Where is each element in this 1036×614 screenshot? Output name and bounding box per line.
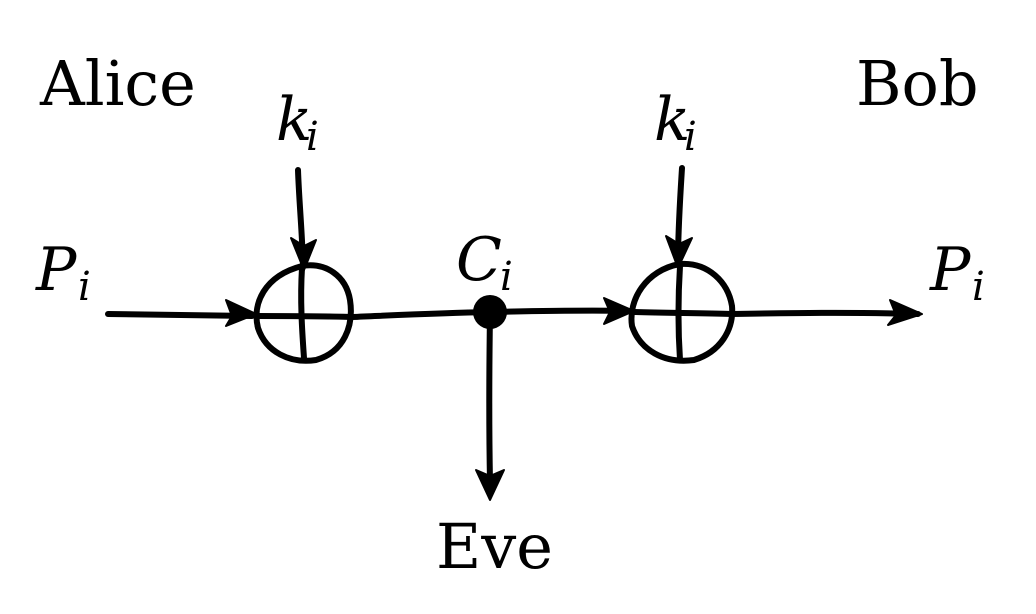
label-plaintext-right: P i: [929, 235, 985, 310]
label-ciphertext: C i: [456, 225, 513, 300]
label-eve: Eve: [436, 510, 553, 583]
arrowhead-key-right: [665, 235, 693, 269]
plaintext-left-base: P: [35, 235, 78, 305]
edge-xor-left-to-junction: [349, 309, 493, 320]
edge-plaintext-to-xor-left: [105, 311, 255, 319]
arrowhead-into-xor-left: [225, 299, 257, 327]
label-key-right: k i: [654, 85, 697, 160]
junction-dot-icon: [473, 295, 507, 329]
xor-right-horizontal-bar: [631, 309, 735, 317]
key-left-base: k: [276, 85, 312, 155]
edge-xor-right-to-plaintext: [729, 309, 921, 317]
arrowhead-key-left: [290, 237, 317, 271]
arrowhead-eve: [475, 469, 505, 501]
key-right-base: k: [654, 85, 690, 155]
label-bob: Bob: [856, 47, 979, 120]
plaintext-left-sub: i: [78, 264, 91, 310]
xor-left-icon: [253, 262, 355, 364]
xor-left-vertical-bar: [298, 265, 307, 361]
key-right-sub: i: [684, 114, 697, 160]
arrowhead-into-xor-right: [603, 297, 635, 325]
edge-junction-to-eve: [486, 311, 493, 485]
label-key-left: k i: [276, 85, 319, 160]
label-plaintext-left: P i: [35, 235, 91, 310]
xor-left-ring: [253, 262, 354, 364]
ciphertext-sub: i: [500, 254, 513, 300]
arrowhead-plaintext-out: [887, 299, 923, 326]
label-alice: Alice: [39, 47, 196, 120]
xor-left-horizontal-bar: [253, 313, 355, 320]
xor-right-ring: [628, 260, 736, 364]
xor-right-icon: [628, 260, 736, 364]
plaintext-right-base: P: [929, 235, 972, 305]
plaintext-right-sub: i: [972, 264, 985, 310]
key-left-sub: i: [306, 114, 319, 160]
ciphertext-base: C: [456, 225, 502, 295]
